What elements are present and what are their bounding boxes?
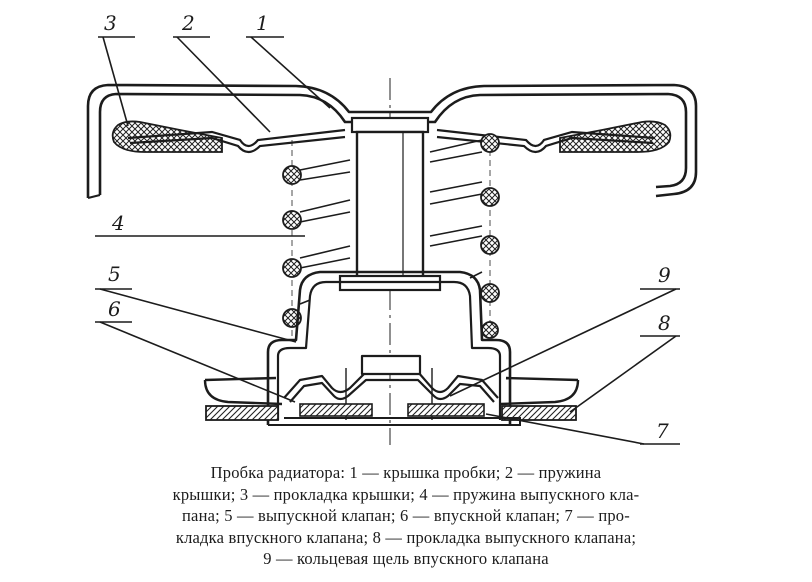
caption-line-4: кладка впускного клапана; 8 — прокладка … <box>175 527 637 547</box>
callout-9: 9 <box>658 263 671 287</box>
callout-5: 5 <box>108 262 121 286</box>
callout-8: 8 <box>658 311 671 335</box>
figure-caption: Пробка радиатора: 1 — крышка пробки; 2 —… <box>0 462 812 570</box>
inlet-valve-base <box>268 417 521 426</box>
inlet-valve-gasket-right <box>407 403 485 417</box>
outlet-valve-gasket-right <box>501 405 577 421</box>
spring-coil-sections <box>282 133 500 339</box>
callout-1: 1 <box>256 11 269 35</box>
outlet-valve <box>266 270 512 425</box>
central-stem <box>338 116 442 292</box>
outlet-valve-spring <box>299 139 483 305</box>
caption-line-3: пана; 5 — выпускной клапан; 6 — впускной… <box>182 506 630 525</box>
caption-line-2: крышки; 3 — прокладка крышки; 4 — пружин… <box>172 484 640 504</box>
inlet-valve <box>283 354 499 420</box>
callout-6: 6 <box>108 297 121 321</box>
callout-2: 2 <box>181 11 195 35</box>
callout-4: 4 <box>111 211 125 235</box>
outlet-valve-gasket-left <box>205 405 279 421</box>
lower-flange <box>203 376 580 406</box>
caption-line-5: 9 — кольцевая щель впускного клапана <box>263 549 549 568</box>
radiator-cap-diagram: 3 2 1 4 5 6 9 8 7 <box>86 11 698 445</box>
leader-lines <box>95 36 680 445</box>
callout-7: 7 <box>656 419 669 443</box>
inlet-valve-gasket-left <box>299 403 373 417</box>
cap-spring-plate <box>127 128 656 154</box>
cap-cover <box>86 83 698 199</box>
cap-gasket-left <box>111 120 223 153</box>
callout-3: 3 <box>104 11 117 35</box>
caption-line-1: Пробка радиатора: 1 — крышка пробки; 2 —… <box>210 463 602 482</box>
cap-gasket-right <box>559 120 672 153</box>
